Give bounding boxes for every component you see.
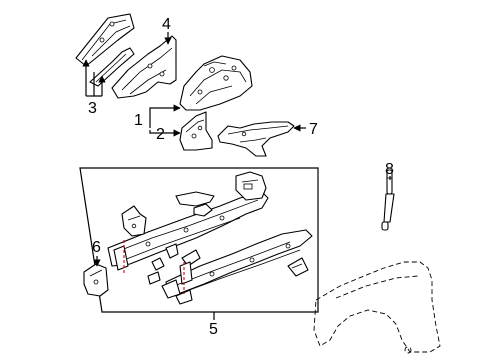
part-2-bracket[interactable] — [179, 111, 213, 151]
fender-outline — [313, 261, 441, 354]
callout-6: 6 — [92, 239, 101, 267]
callout-4: 4 — [162, 16, 172, 45]
part-4-apron-panel[interactable] — [111, 35, 177, 99]
callout-6-label: 6 — [92, 239, 101, 256]
callout-5-label: 5 — [209, 321, 218, 338]
callout-7: 7 — [293, 121, 318, 138]
callout-8-label: 8 — [385, 161, 394, 178]
callout-3-label: 3 — [88, 100, 97, 117]
part-8-strut[interactable] — [381, 169, 395, 231]
part-1-wheelhouse[interactable] — [179, 55, 253, 111]
callout-8: 8 — [385, 161, 394, 180]
callout-1: 1 — [134, 104, 181, 129]
part-5-frame-rails[interactable] — [107, 171, 313, 305]
callout-2: 2 — [149, 126, 181, 143]
callout-4-label: 4 — [162, 16, 171, 33]
callout-3: 3 — [82, 59, 106, 117]
callout-2-label: 2 — [156, 126, 165, 143]
part-6-lower-bracket[interactable] — [83, 263, 109, 297]
callout-7-label: 7 — [309, 121, 318, 138]
callout-5: 5 — [209, 312, 218, 338]
part-7-rail-extension[interactable] — [217, 121, 295, 157]
callout-1-label: 1 — [134, 112, 143, 129]
